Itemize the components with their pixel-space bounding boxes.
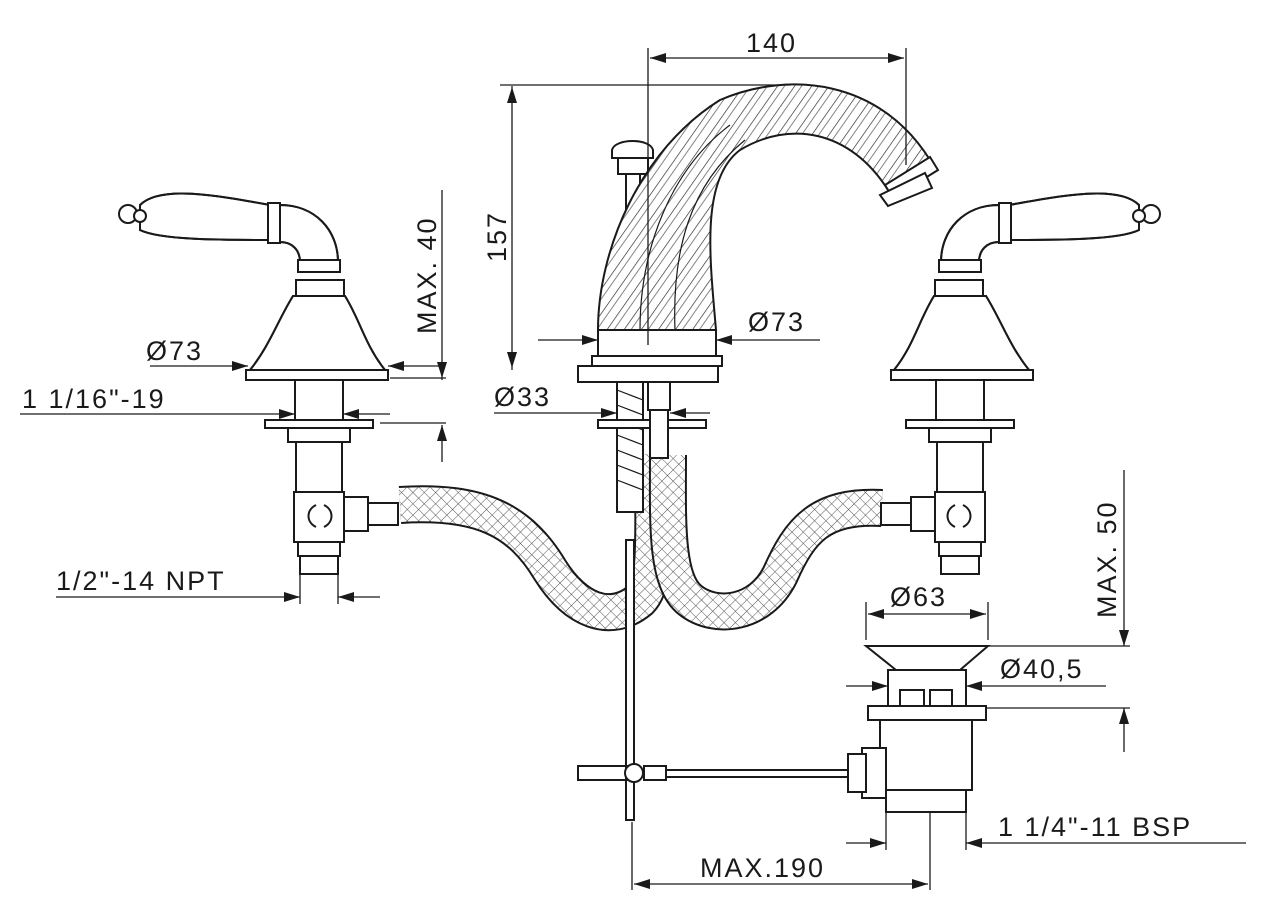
label-drain-body-dia: Ø40,5 (1000, 654, 1084, 684)
label-drain-max: MAX. 50 (1092, 500, 1122, 618)
label-handle-max: MAX. 40 (412, 216, 442, 334)
label-drain-thread: 1 1/4"-11 BSP (998, 812, 1192, 842)
label-spout-reach: 140 (746, 28, 797, 58)
right-hose (648, 454, 883, 631)
label-drain-top-dia: Ø63 (890, 582, 947, 612)
label-hole-dia: Ø33 (494, 382, 551, 412)
spout (577, 83, 940, 513)
dimension-lines (20, 48, 1246, 890)
label-handle-thread: 1 1/16"-19 (22, 384, 166, 414)
label-handle-dia: Ø73 (146, 336, 203, 366)
right-handle-valve (880, 192, 1161, 575)
label-rod-max: MAX.190 (700, 853, 825, 883)
label-spout-dia: Ø73 (748, 307, 805, 337)
lift-rod (577, 539, 850, 821)
label-inlet-thread: 1/2"-14 NPT (56, 566, 226, 596)
left-handle-valve (118, 192, 399, 575)
pop-up-drain (847, 645, 991, 813)
label-spout-height: 157 (482, 211, 512, 262)
